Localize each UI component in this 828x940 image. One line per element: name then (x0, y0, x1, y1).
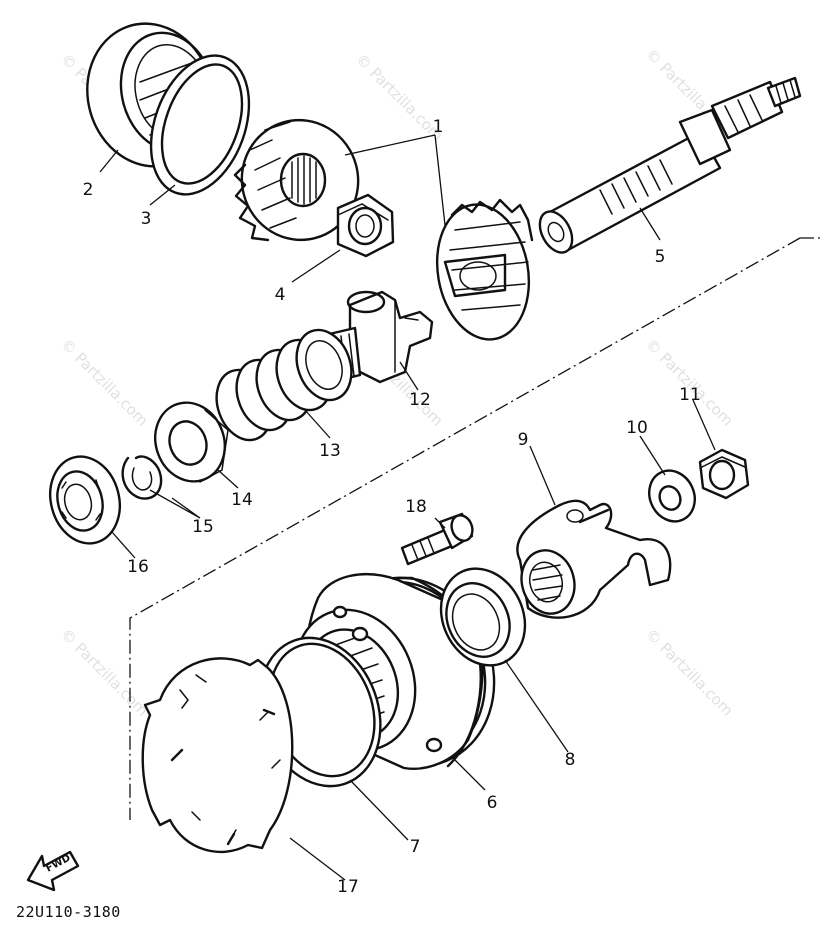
callout-13: 13 (319, 441, 341, 461)
callout-6: 6 (487, 793, 498, 813)
callout-15: 15 (192, 517, 214, 537)
part-11-nut (698, 448, 750, 500)
watermark-7: © Partzilla.com (57, 625, 152, 720)
callout-11: 11 (679, 385, 701, 405)
callout-4: 4 (275, 285, 286, 305)
callout-5: 5 (655, 247, 666, 267)
callout-16: 16 (127, 557, 149, 577)
callout-2: 2 (83, 180, 94, 200)
part-4-nut (336, 193, 395, 258)
fwd-direction-arrow: FWD (26, 850, 80, 892)
callout-8: 8 (565, 750, 576, 770)
part-3-shim (149, 54, 251, 196)
part-1-gear-upper (233, 118, 360, 242)
watermark-4: © Partzilla.com (57, 335, 152, 430)
callout-17: 17 (337, 877, 359, 897)
callout-14: 14 (231, 490, 253, 510)
assembly-boundary-line (129, 237, 820, 820)
callout-18: 18 (405, 497, 427, 517)
callout-7: 7 (410, 837, 421, 857)
watermark-6: © Partzilla.com (642, 335, 737, 430)
part-18-bolt (400, 512, 474, 566)
watermark-9: © Partzilla.com (642, 625, 737, 720)
part-16-bearing (49, 455, 121, 545)
part-14-washer (154, 401, 229, 483)
part-15-circlips (121, 455, 163, 500)
drawing-code: 22U110-3180 (16, 903, 121, 921)
callout-labels: 1 2 3 4 5 6 7 8 9 10 11 12 13 14 15 16 1… (83, 117, 701, 897)
part-10-washer (648, 469, 696, 523)
part-8-oil-seal (439, 567, 527, 667)
part-1-gear-lower (435, 198, 534, 341)
part-9-yoke (516, 499, 672, 619)
callout-9: 9 (518, 430, 529, 450)
part-5-shaft (538, 76, 802, 254)
part-13-spring (215, 328, 353, 442)
callout-3: 3 (141, 209, 152, 229)
callout-10: 10 (626, 418, 648, 438)
callout-1: 1 (433, 117, 444, 137)
callout-12: 12 (409, 390, 431, 410)
leader-lines (99, 134, 716, 881)
part-17-shim-plate (141, 657, 294, 853)
